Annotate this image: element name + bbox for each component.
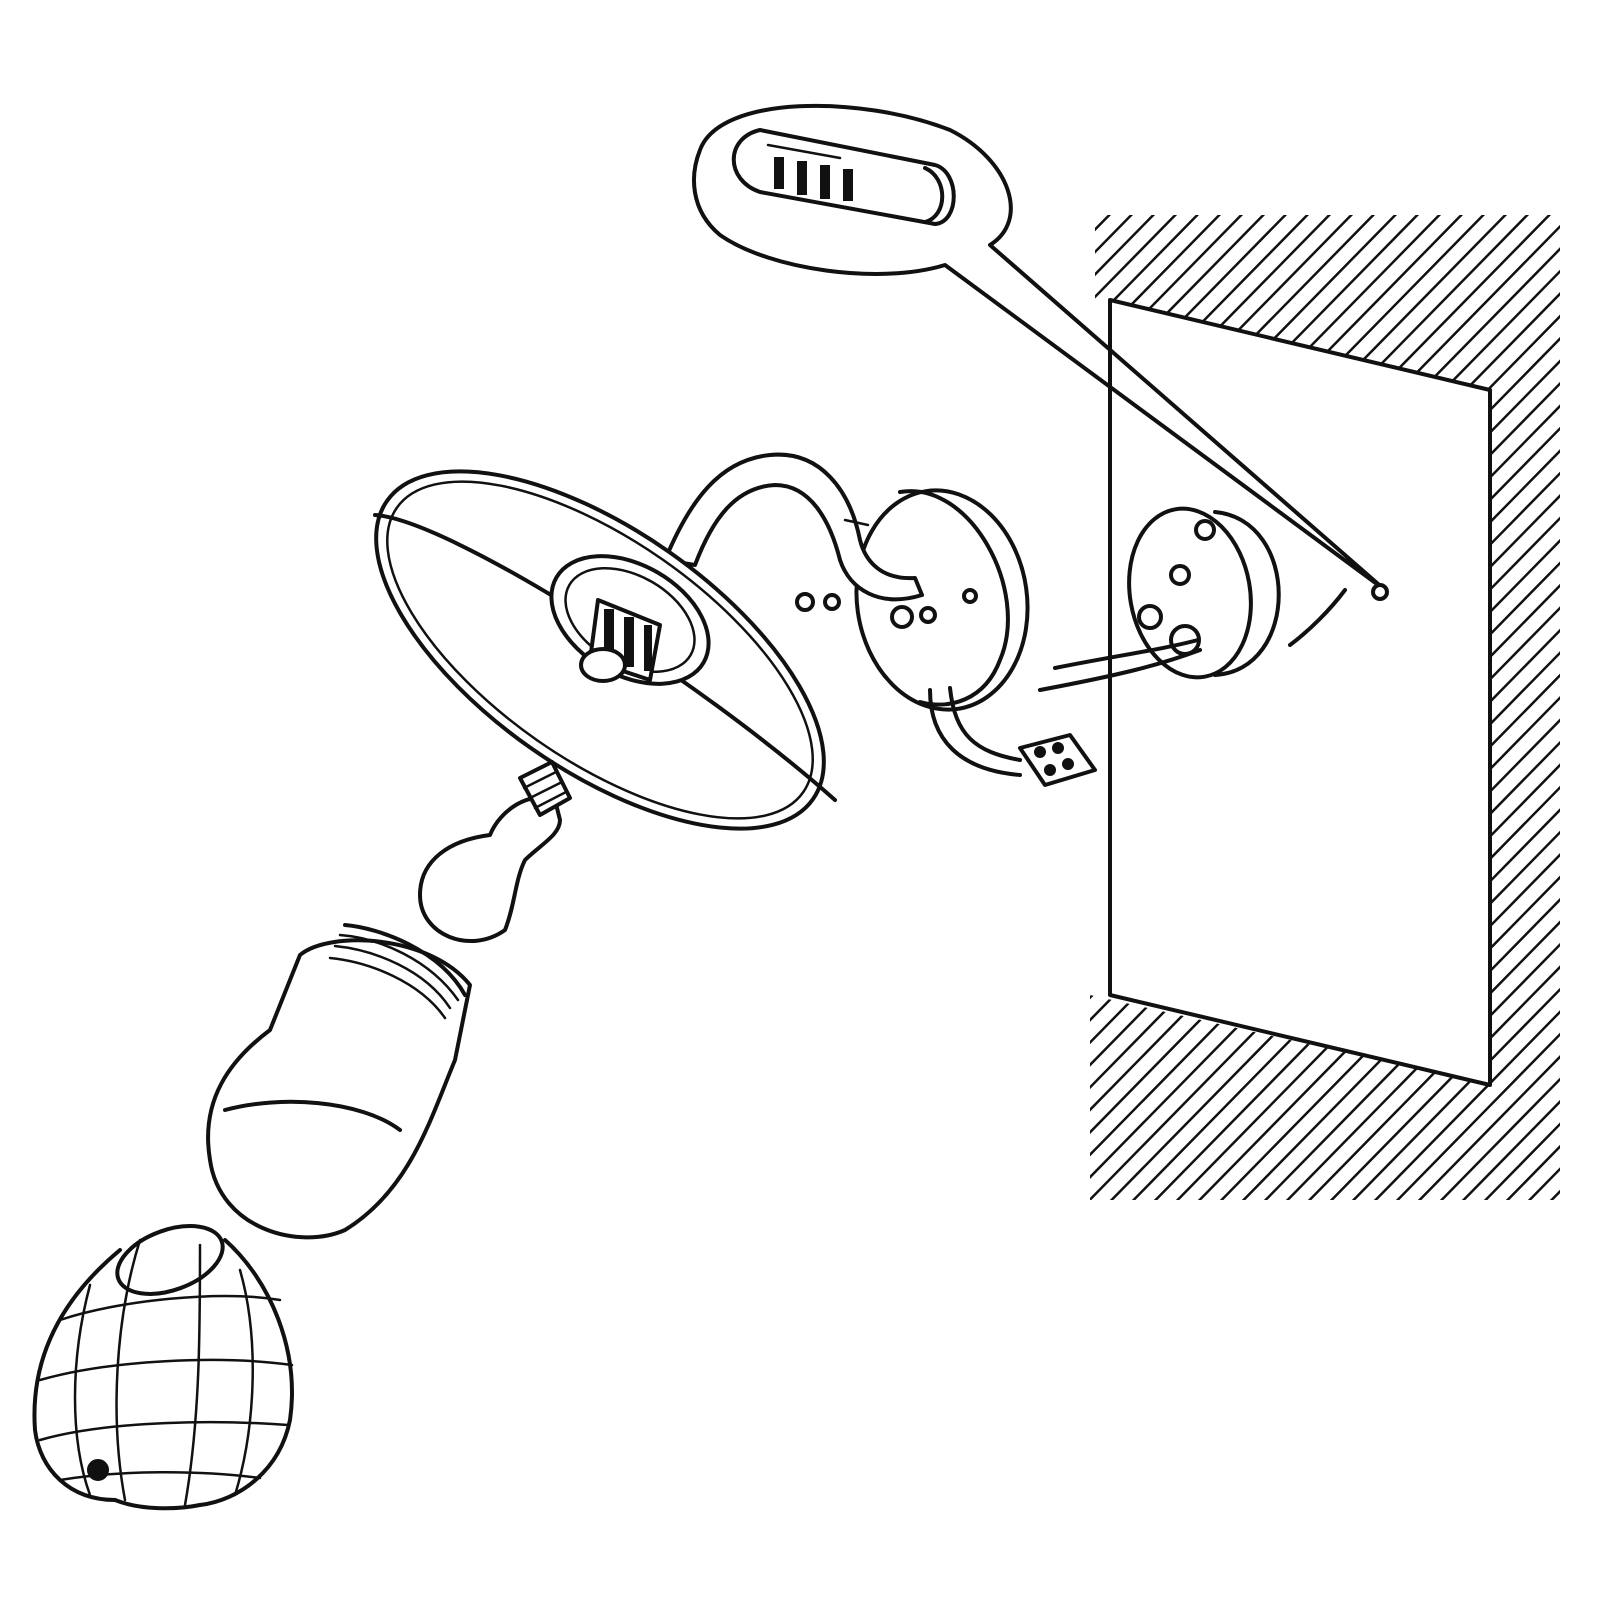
wall-hatch-line (1354, 215, 1560, 1200)
wall-hatch-line (1090, 995, 1490, 1200)
wall-hatch-line (1090, 995, 1490, 1200)
wall-hatch-line (1376, 215, 1560, 1200)
wall-hatch-line (1332, 215, 1560, 1200)
wall-hatch-line (1090, 995, 1490, 1200)
light-bulb (418, 760, 572, 943)
wall-hatch-line (1090, 995, 1490, 1200)
lamp-socket (549, 554, 711, 686)
wall-plug (731, 128, 956, 226)
wall-hatch-line (1530, 215, 1560, 1200)
wall-hatch-line (1532, 200, 1600, 1220)
mounting-plate (1038, 506, 1389, 692)
wall-hatch-line (1134, 995, 1490, 1200)
wall-hatch-line (1576, 200, 1600, 1220)
glass-jar (206, 923, 472, 1240)
wall-plug-detail-callout (692, 103, 1387, 592)
wall-hatch-line (1112, 995, 1490, 1200)
wall-hatch-line (1090, 995, 1490, 1200)
wall-hatch-line (1576, 200, 1600, 1220)
wall-hatch-line (1156, 995, 1490, 1200)
wall-hatch-line (1095, 215, 1560, 1200)
wall-hatch-line (1554, 200, 1600, 1220)
wall-hatch-line (1090, 995, 1490, 1200)
terminal-block (1018, 733, 1097, 787)
wall-surface (1090, 200, 1600, 1220)
wire-cage (32, 1224, 294, 1511)
wall-hatch-line (1090, 995, 1490, 1200)
wall-hatch-line (1552, 215, 1560, 1200)
wall-bracket-arm (663, 452, 1030, 777)
wall-hatch-line (1090, 995, 1490, 1200)
